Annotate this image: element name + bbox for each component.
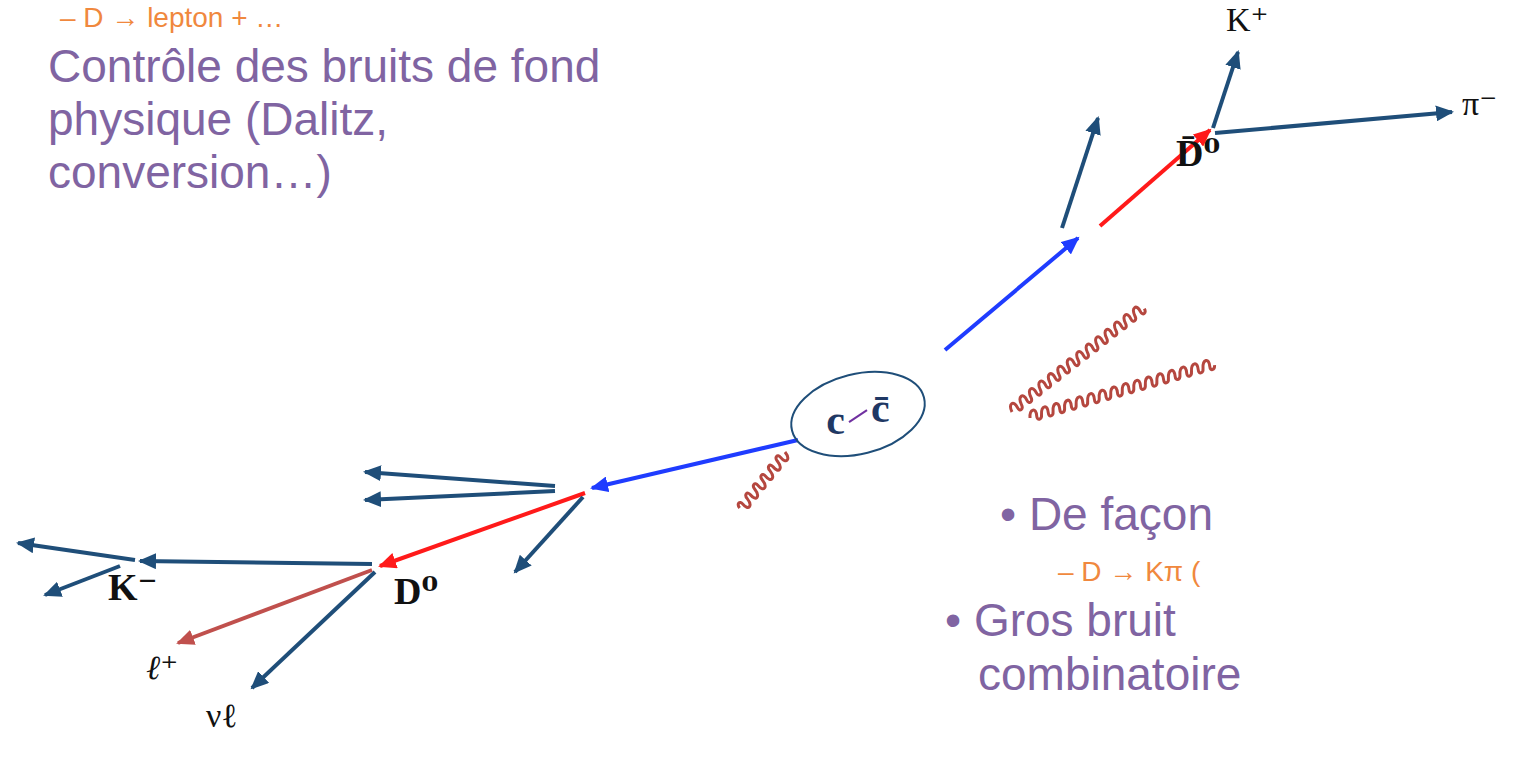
note-text: Contrôle des bruits de fond physique (Da… (48, 40, 608, 199)
ellipse-outline (788, 372, 928, 456)
particle-label: D̄⁰ (1176, 132, 1220, 176)
quark-track (592, 440, 798, 488)
hadron-track (365, 491, 555, 500)
quark-track (945, 238, 1078, 350)
hadron-track (515, 497, 583, 572)
particle-label: D⁰ (394, 570, 438, 614)
lepton-track (178, 570, 372, 643)
neutrino-track (252, 572, 375, 688)
gluon-line (737, 450, 790, 513)
quark-symbol: c (826, 399, 845, 441)
particle-label: ℓ⁺ (146, 648, 178, 687)
hadron-track (1215, 112, 1452, 133)
bullet-text: • De façon (1000, 488, 1213, 541)
hadron-track (365, 472, 555, 486)
subtopic-line: – D → lepton + … (60, 2, 283, 34)
hadron-track (1062, 118, 1098, 228)
bullet-text: • Gros bruit (945, 594, 1176, 647)
particle-label: K⁻ (108, 566, 158, 610)
subtopic-line: – D → Kπ ( (1058, 556, 1200, 588)
particle-label: π⁻ (1462, 84, 1497, 123)
hadron-track (18, 543, 135, 560)
gluon-line (1028, 359, 1215, 422)
hadron-track (1213, 52, 1238, 128)
hadron-track (140, 561, 372, 564)
bullet-text: combinatoire (978, 648, 1241, 701)
quark-symbol: c̄ (871, 387, 890, 429)
particle-label: K⁺ (1226, 0, 1269, 39)
bound-state-ellipse: c c̄ (788, 372, 928, 456)
particle-label: νℓ (206, 696, 238, 735)
